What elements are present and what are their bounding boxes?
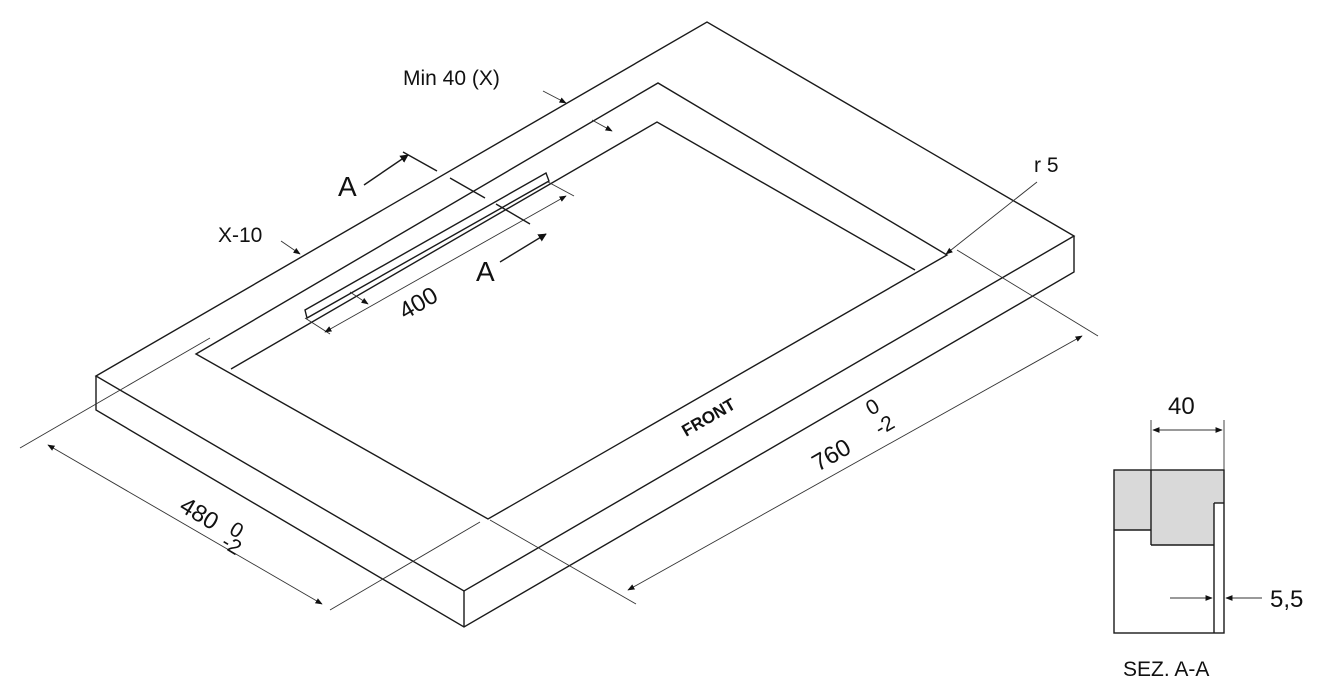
section-offset-label: 5,5 [1270,586,1303,613]
section-marker-bottom: A [476,256,495,287]
dim-480: 480 0 -2 [19,337,481,611]
plate-outline [94,21,1076,628]
dim-760-label: 760 [808,434,856,477]
min-40-label: Min 40 (X) [403,67,500,90]
callout-min-40: Min 40 (X) [403,67,613,132]
section-line: A A [338,151,547,287]
x-10-label: X-10 [218,224,262,247]
front-label: FRONT [679,394,740,440]
callout-x-10: X-10 [218,224,301,255]
section-width-label: 40 [1168,393,1195,420]
section-view: 40 5,5 SEZ. A-A [1113,393,1303,681]
section-title: SEZ. A-A [1123,658,1209,681]
section-marker-top: A [338,171,357,202]
callout-radius: r 5 [945,154,1059,255]
dim-480-label: 480 [175,492,223,536]
dim-760: 760 0 -2 [489,249,1099,605]
dim-480-tol-lower: -2 [217,531,245,560]
dim-400: 400 [304,181,575,335]
radius-label: r 5 [1034,154,1059,177]
